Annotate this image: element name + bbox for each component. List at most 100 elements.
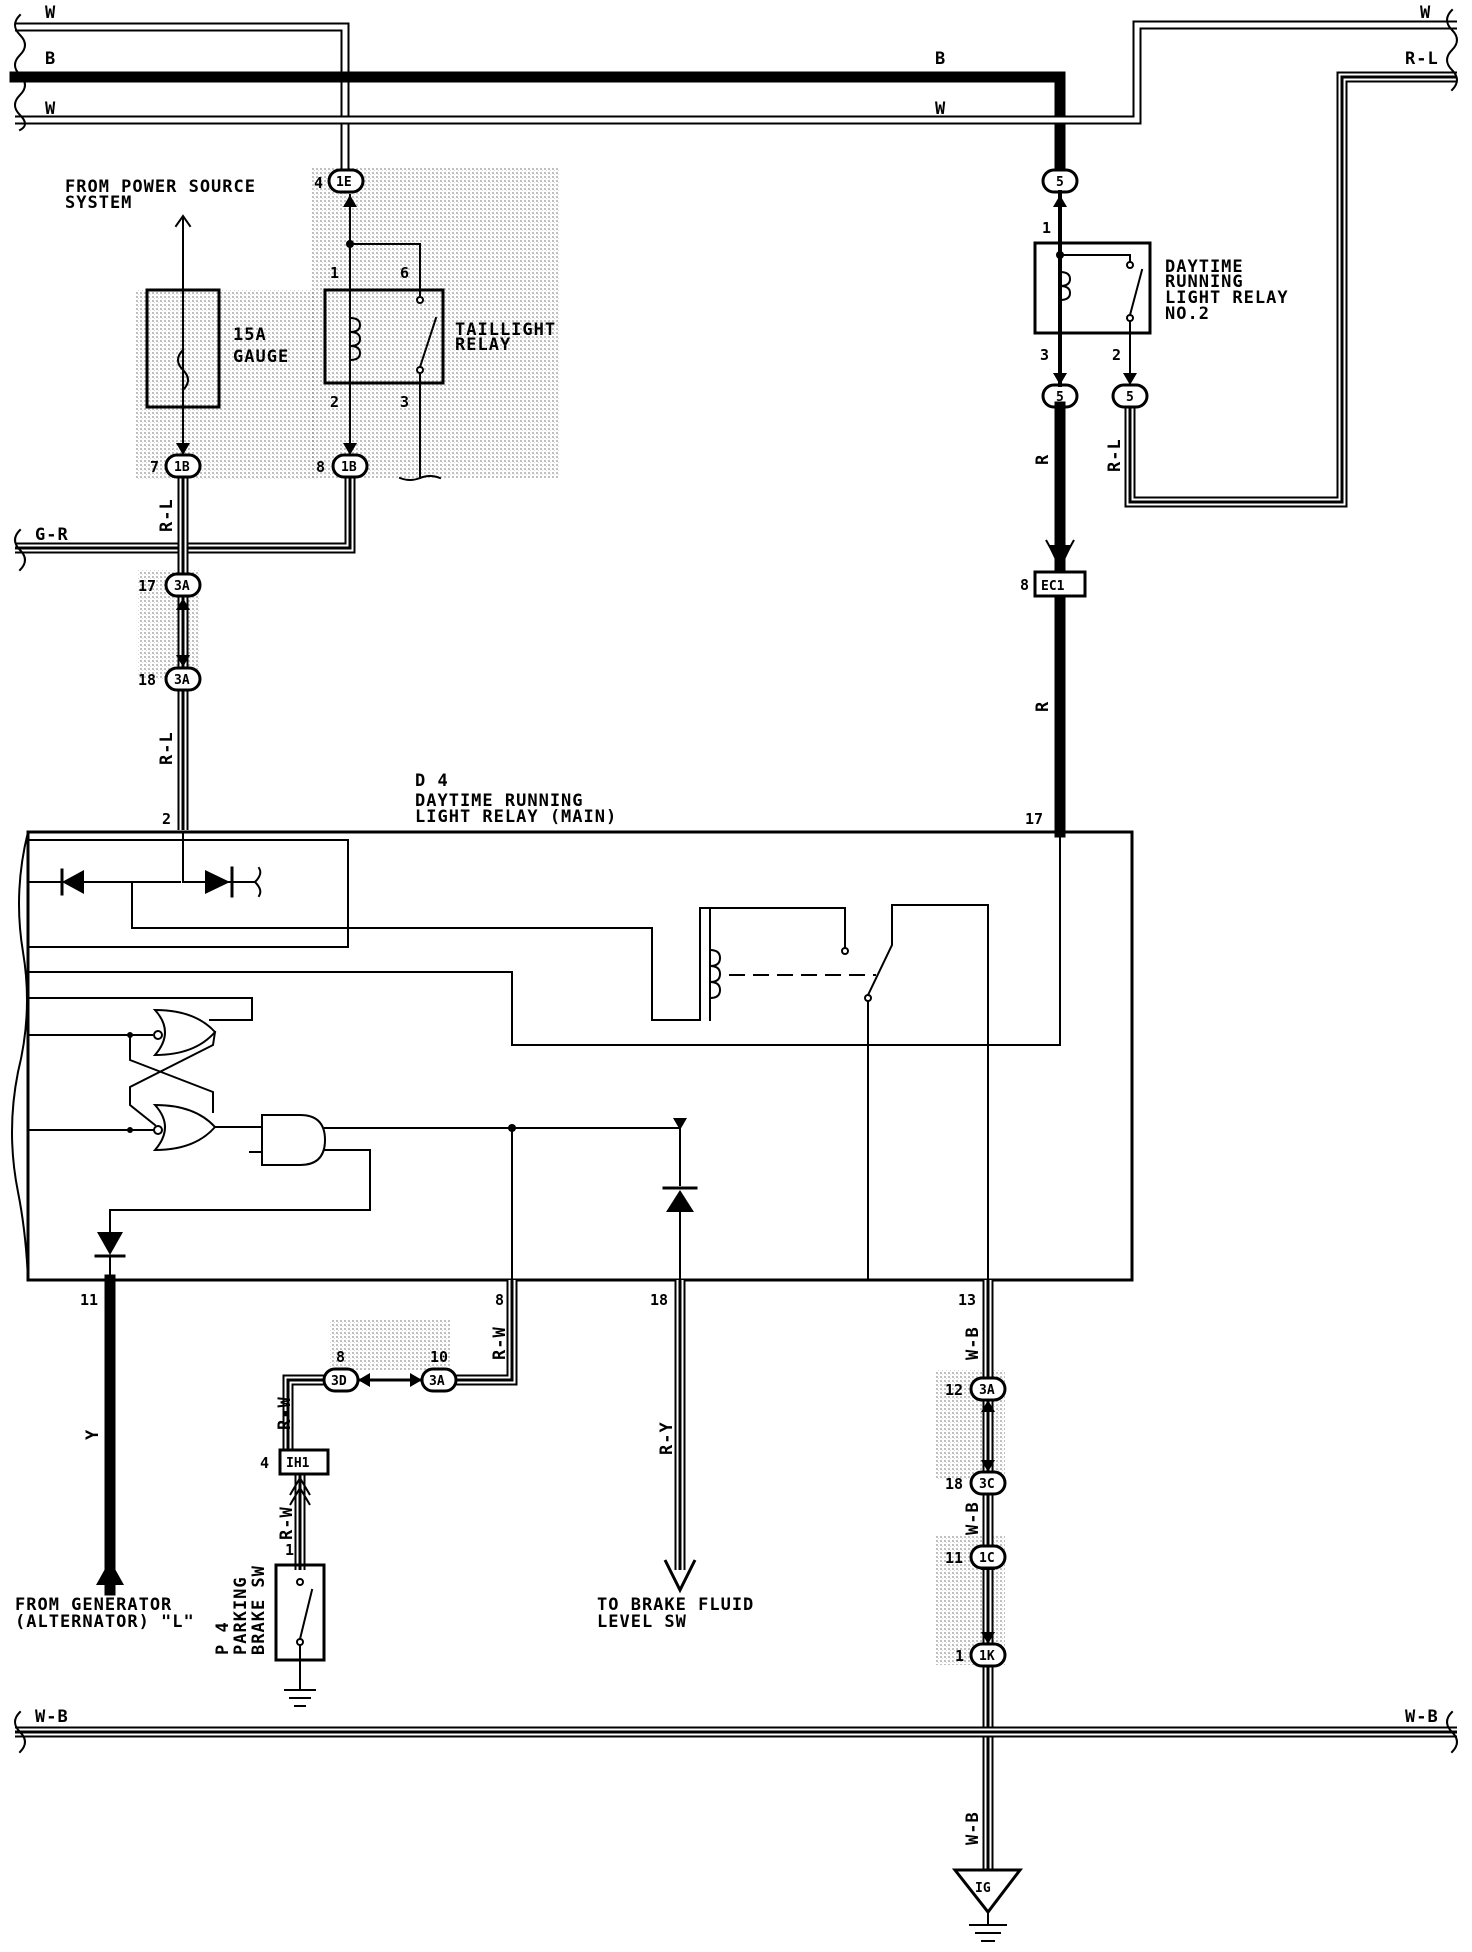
connector-3d-pin: 8 (336, 1348, 345, 1366)
svg-text:5: 5 (1126, 390, 1134, 405)
wire-label-w-top: W (45, 3, 56, 23)
wire-label-w-left: W (45, 99, 56, 119)
relay2-pin-2: 2 (1112, 346, 1121, 364)
shaded-areas (135, 168, 1005, 1665)
parking-brake-label-1: PARKING (231, 1576, 251, 1655)
fuse-15a: 15A GAUGE (145, 288, 289, 409)
svg-text:3A: 3A (174, 579, 190, 594)
main-pin-13: 13 (958, 1291, 976, 1309)
connector-3a-a: 3A 17 (138, 572, 202, 598)
connector-3a-d: 3A (979, 1383, 995, 1398)
connector-3a-a-pin: 17 (138, 577, 156, 595)
svg-text:1B: 1B (341, 460, 357, 475)
main-relay-id: D 4 (415, 771, 449, 791)
connector-1c-pin: 11 (945, 1549, 963, 1567)
connector-1b-b-pin: 8 (316, 458, 325, 476)
power-source-line2: SYSTEM (65, 193, 132, 213)
connector-3a-d-pin: 12 (945, 1381, 963, 1399)
wire-label-wb-right: W-B (1405, 1707, 1439, 1727)
power-source: FROM POWER SOURCE SYSTEM (65, 177, 256, 449)
main-pin-11: 11 (80, 1291, 98, 1309)
wire-label-rl-a: R-L (157, 498, 177, 532)
connector-3a-b-pin: 18 (138, 671, 156, 689)
parking-brake-wire: 3D 8 3A 10 IH1 4 8 R-W R-W R-W (260, 1280, 518, 1570)
connector-3a-b: 3A 18 (138, 666, 202, 692)
wire-label-rw-c: R-W (277, 1506, 297, 1540)
top-bus-labels: W B B W W W R-L (45, 3, 1439, 119)
wire-label-wb-b: W-B (963, 1501, 983, 1535)
taillight-label-2: RELAY (455, 335, 511, 355)
left-connector-arrows (176, 195, 357, 669)
taillight-pin-3: 3 (400, 393, 409, 411)
power-source-line1: FROM POWER SOURCE (65, 177, 256, 197)
fuse-label-type: GAUGE (233, 347, 289, 367)
connector-ec1: EC1 (1041, 579, 1065, 594)
relay2-label-4: NO.2 (1165, 304, 1210, 324)
taillight-pin-6: 6 (400, 264, 409, 282)
ground-wire: 3A 12 3C 18 1C 11 1K 1 13 W-B W-B W-B IG (945, 1280, 1024, 1942)
connector-3c: 3C (979, 1477, 995, 1492)
connector-5-a: 5 (1041, 168, 1079, 194)
taillight-pin-2: 2 (330, 393, 339, 411)
connector-1e-pin: 4 (314, 174, 323, 192)
wire-label-ry: R-Y (657, 1421, 677, 1455)
brake-fluid-wire: 18 R-Y TO BRAKE FLUID LEVEL SW (597, 1280, 753, 1632)
wire-label-wb-left: W-B (35, 1707, 69, 1727)
wire-label-wb-c: W-B (963, 1811, 983, 1845)
connector-ih1-pin: 4 (260, 1454, 269, 1472)
generator-label-1: FROM GENERATOR (15, 1595, 172, 1615)
main-pin-17: 17 (1025, 810, 1043, 828)
wire-label-y: Y (83, 1429, 103, 1440)
svg-text:5: 5 (1056, 390, 1064, 405)
wire-label-rw-a: R-W (490, 1326, 510, 1360)
connector-3a-c: 3A (429, 1374, 445, 1389)
generator-wire: 11 Y FROM GENERATOR (ALTERNATOR) "L" (15, 1274, 195, 1632)
taillight-pin-1: 1 (330, 264, 339, 282)
connector-ec1-pin: 8 (1020, 576, 1029, 594)
wire-label-r-b: R (1033, 701, 1053, 712)
bottom-bus: W-B W-B (14, 1707, 1458, 1754)
wire-label-b-mid: B (935, 49, 946, 69)
relay2-label-1: DAYTIME (1165, 257, 1244, 277)
main-pin-8: 8 (495, 1291, 504, 1309)
connector-1e: 1E 4 (314, 168, 365, 194)
connector-ih1: IH1 (286, 1456, 310, 1471)
ground-label: IG (975, 1881, 991, 1896)
wire-label-b-left: B (45, 49, 56, 69)
wire-label-wb-a: W-B (963, 1326, 983, 1360)
connectors-oval: 1E 4 1B 7 1B 8 3A 17 3A 18 5 5 (138, 168, 1149, 692)
relay2-pin-3: 3 (1040, 346, 1049, 364)
wire-label-gr: G-R (35, 525, 69, 545)
parking-brake-switch: 1 P 4 PARKING BRAKE SW (213, 1541, 326, 1707)
connector-3a-c-pin: 10 (430, 1348, 448, 1366)
connector-1b-b: 1B 8 (316, 453, 369, 479)
relay2-label-3: LIGHT RELAY (1165, 288, 1289, 308)
connector-3d: 3D (331, 1374, 347, 1389)
parking-brake-pin-1: 1 (285, 1541, 294, 1559)
connector-1k-pin: 1 (955, 1647, 964, 1665)
wire-label-rl-right: R-L (1405, 49, 1439, 69)
svg-text:1B: 1B (174, 460, 190, 475)
wire-label-rl-b: R-L (157, 731, 177, 765)
generator-label-2: (ALTERNATOR) "L" (15, 1612, 195, 1632)
svg-text:1E: 1E (336, 175, 352, 190)
main-pin-2: 2 (162, 810, 171, 828)
connector-3c-pin: 18 (945, 1475, 963, 1493)
connector-1c: 1C (979, 1551, 995, 1566)
relay2-label-2: RUNNING (1165, 272, 1244, 292)
drl-relay-no2: 1 3 2 DAYTIME RUNNING LIGHT RELAY NO.2 R… (1033, 190, 1289, 472)
red-wire: EC1 8 R R (1020, 401, 1087, 838)
wire-label-rw-b: R-W (275, 1396, 295, 1430)
connector-1b-a: 1B 7 (150, 453, 202, 479)
top-bus-wires (9, 8, 1458, 508)
connector-1k: 1K (979, 1649, 995, 1664)
fuse-label-rating: 15A (233, 325, 267, 345)
svg-text:3A: 3A (174, 673, 190, 688)
brake-fluid-label-2: LEVEL SW (597, 1612, 687, 1632)
main-relay-d4: D 4 DAYTIME RUNNING LIGHT RELAY (MAIN) 2… (11, 771, 1134, 1291)
parking-brake-id: P 4 (213, 1621, 233, 1655)
connector-1b-a-pin: 7 (150, 458, 159, 476)
main-relay-label-2: LIGHT RELAY (MAIN) (415, 807, 617, 827)
wire-label-w-mid: W (935, 99, 946, 119)
